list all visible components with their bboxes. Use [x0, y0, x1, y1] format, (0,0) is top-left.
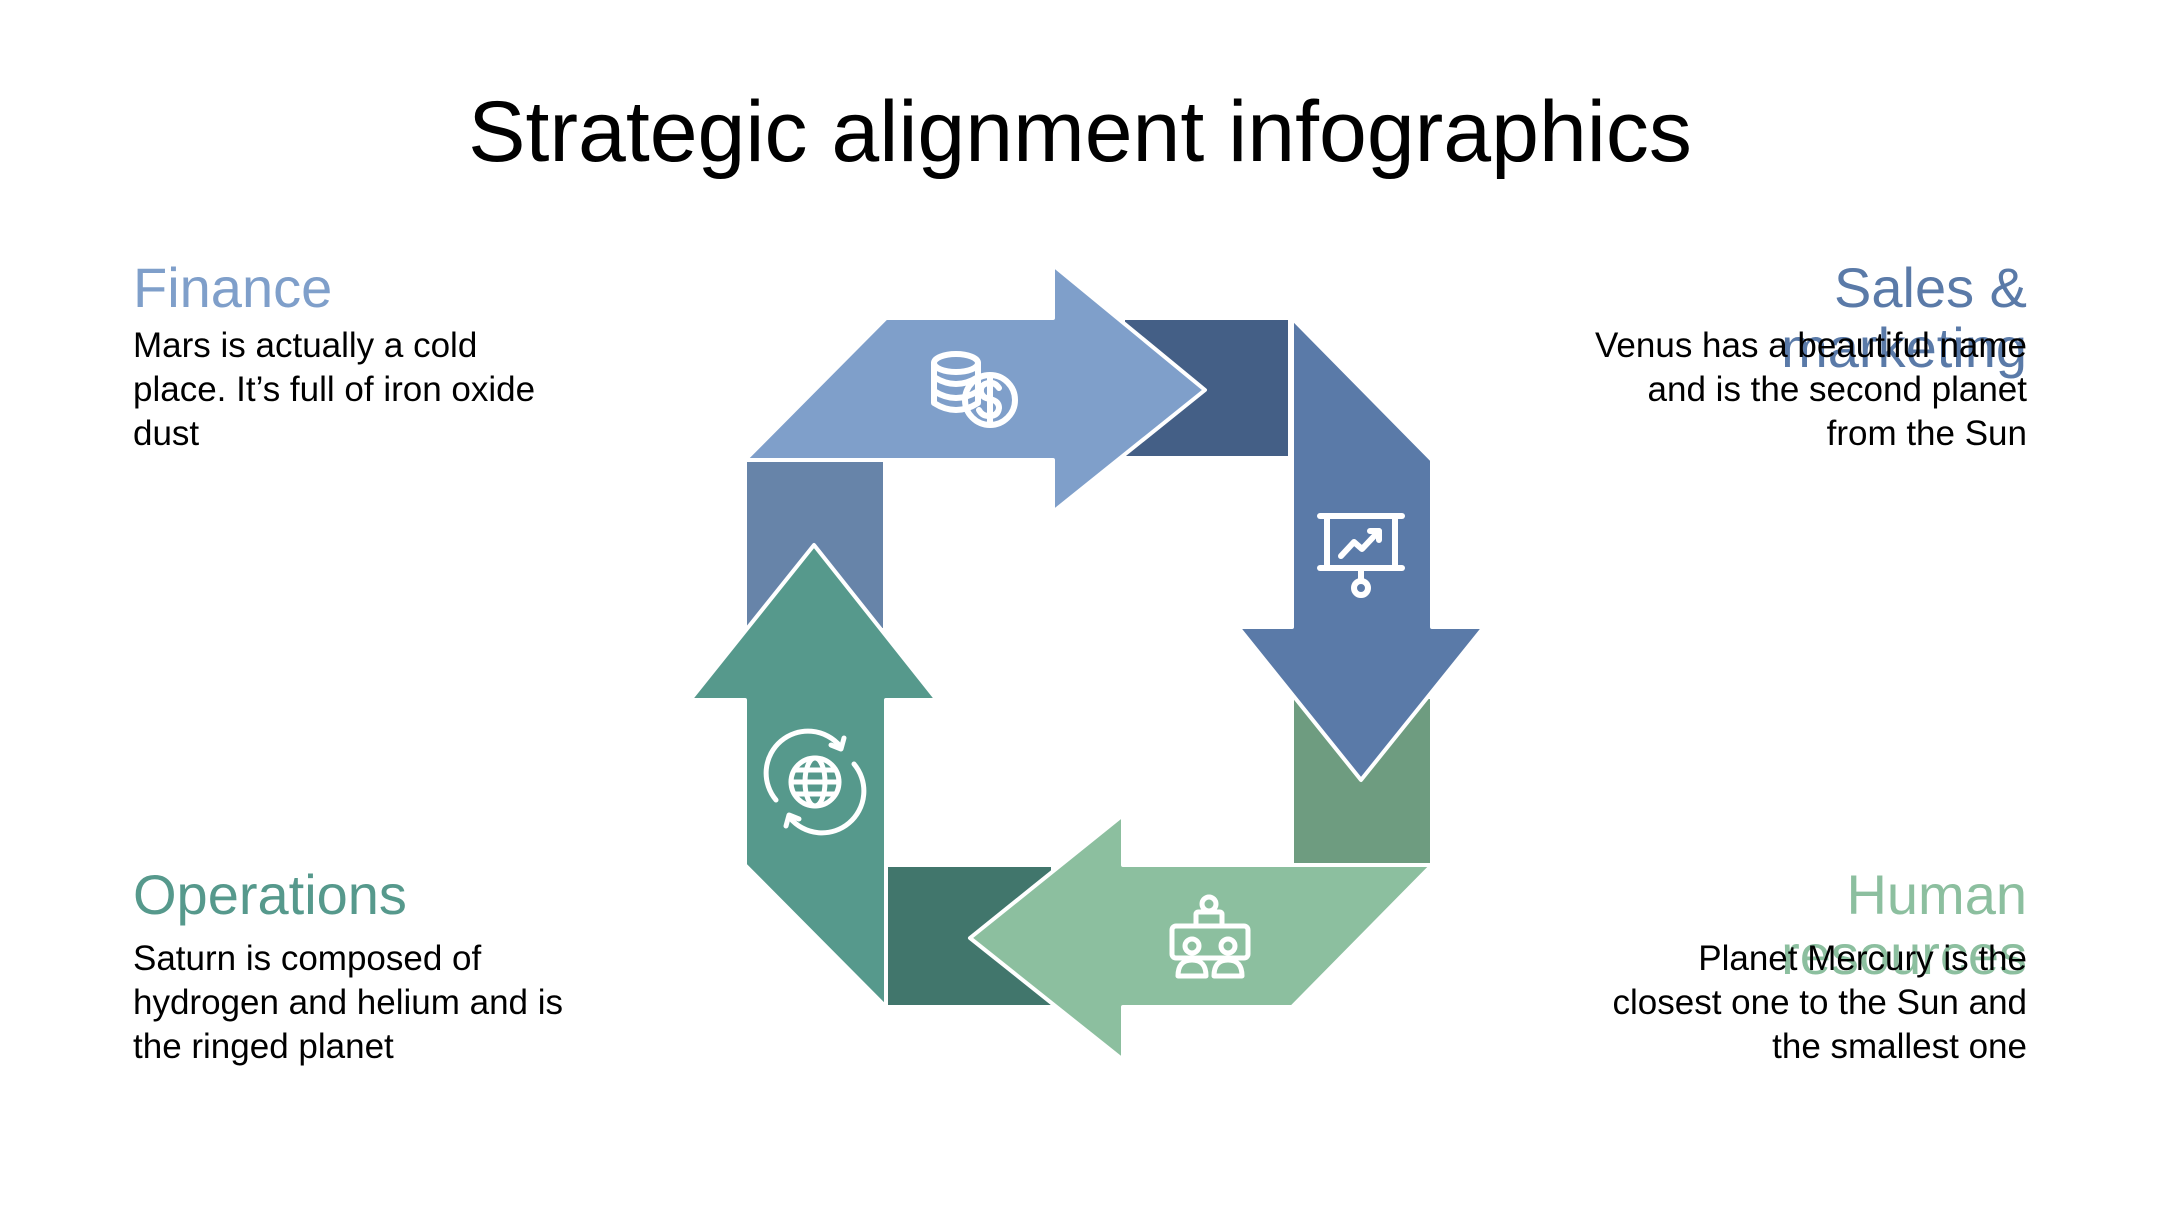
human-resources-arrow	[968, 813, 1434, 1062]
team-meeting-icon	[1169, 894, 1251, 979]
globe-cycle-icon	[763, 728, 867, 836]
presentation-chart-icon	[1317, 513, 1405, 598]
sales-marketing-heading: Sales & marketing	[1781, 256, 2027, 379]
coins-dollar-icon	[931, 351, 1018, 428]
sales-marketing-block: Sales & marketing Venus has a beautiful …	[1587, 258, 2027, 456]
finance-description: Mars is actually a cold place. It’s full…	[133, 326, 536, 453]
operations-description: Saturn is composed of hydrogen and heliu…	[133, 939, 564, 1066]
finance-block: Finance Mars is actually a cold place. I…	[133, 258, 573, 456]
human-resources-block: Human resources Planet Mercury is the cl…	[1587, 865, 2027, 1069]
human-resources-description: Planet Mercury is the closest one to the…	[1612, 939, 2027, 1066]
page-title: Strategic alignment infographics	[468, 84, 1692, 180]
operations-arrow	[688, 543, 939, 1009]
sales-marketing-description: Venus has a beautiful name and is the se…	[1595, 326, 2027, 453]
finance-heading: Finance	[133, 256, 333, 319]
operations-block: Operations Saturn is composed of hydroge…	[133, 865, 573, 1069]
operations-heading: Operations	[133, 863, 407, 926]
human-resources-heading: Human resources	[1781, 863, 2027, 986]
